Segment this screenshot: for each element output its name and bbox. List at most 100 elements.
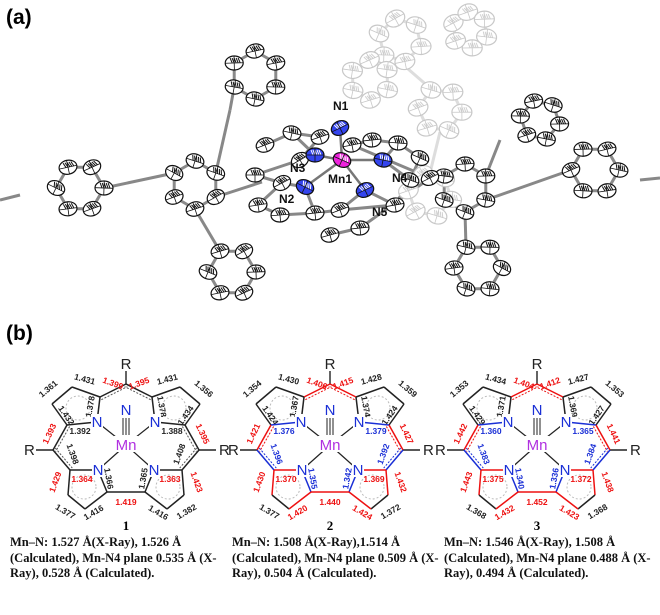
- hatch: [441, 193, 443, 200]
- hatch: [388, 15, 394, 20]
- bond-length-label: 1.430: [277, 372, 300, 387]
- hatch: [205, 265, 207, 272]
- thermal-ellipsoid: [266, 79, 286, 95]
- thermal-ellipsoid: [206, 188, 225, 206]
- principal-axis: [385, 81, 390, 98]
- principal-axis: [411, 204, 420, 219]
- thermal-ellipsoid: [245, 91, 265, 107]
- compound-number-1: 1: [122, 518, 130, 533]
- principal-axis: [617, 163, 621, 177]
- principal-axis: [605, 183, 609, 198]
- hatch: [229, 57, 233, 64]
- thermal-ellipsoid: [388, 135, 408, 151]
- bond-length-label: 1.452: [526, 497, 548, 507]
- delocalized-bond: [179, 447, 198, 469]
- atom-bg: [531, 402, 543, 417]
- nitrogen-atom-label: N: [297, 462, 308, 479]
- principal-axis: [350, 138, 354, 152]
- bond-length-label: 1.392: [69, 426, 91, 436]
- ring-bond: [329, 383, 357, 398]
- hatch: [536, 95, 540, 101]
- atom-bg: [148, 462, 160, 477]
- bond-length-label: 1.368: [465, 502, 489, 520]
- hatch: [482, 194, 485, 200]
- principal-axis: [420, 38, 422, 55]
- delocalized-bond: [592, 426, 608, 452]
- thermal-ellipsoid: [362, 132, 382, 148]
- caption-compound-3: Mn–N: 1.546 Å(X-Ray), 1.508 Å (Calculate…: [444, 535, 651, 580]
- thermal-ellipsoid: [58, 159, 78, 175]
- hatch: [62, 204, 67, 210]
- hatch: [177, 169, 179, 175]
- hatch: [601, 144, 606, 150]
- hatch: [550, 134, 553, 141]
- hatch: [214, 247, 219, 253]
- hatch: [373, 134, 377, 140]
- principal-axis: [253, 92, 257, 106]
- hatch: [607, 185, 612, 191]
- hatch: [467, 42, 471, 49]
- ring-bond: [303, 383, 331, 398]
- atom-bg: [324, 402, 336, 417]
- thermal-ellipsoid: [234, 243, 254, 260]
- ring-bond: [125, 383, 153, 398]
- hatch: [395, 11, 401, 17]
- hatch: [428, 83, 430, 90]
- hatch: [395, 199, 400, 205]
- hatch: [578, 185, 582, 191]
- principal-axis: [396, 135, 400, 151]
- hatch: [258, 199, 263, 205]
- thermal-ellipsoid: [320, 227, 340, 243]
- thermal-ellipsoid: [355, 182, 375, 198]
- hatch: [621, 165, 624, 171]
- thermal-ellipsoid: [330, 119, 350, 137]
- delocalized-bond: [512, 386, 539, 401]
- hatch: [584, 143, 588, 150]
- hatch: [211, 268, 213, 274]
- hatch: [469, 5, 474, 11]
- principal-axis: [232, 80, 236, 94]
- hatch: [334, 206, 339, 212]
- caption-compound-2: Mn–N: 1.508 Å(X-Ray),1.514 Å (Calculated…: [232, 535, 439, 580]
- hatch: [366, 183, 371, 188]
- hatch: [256, 169, 260, 176]
- hatch: [534, 95, 538, 101]
- principal-axis: [370, 132, 374, 148]
- nitrogen-atom-label: N: [503, 414, 514, 431]
- principal-axis: [88, 160, 96, 174]
- hatch: [316, 207, 320, 213]
- thermal-ellipsoid: [405, 16, 427, 34]
- aromatic-ring-circle: [572, 395, 598, 421]
- bond: [103, 171, 175, 190]
- principal-axis: [66, 201, 70, 216]
- ring-bond: [355, 386, 385, 398]
- hatch: [454, 262, 459, 268]
- ring-bond: [275, 386, 305, 398]
- aromatic-ring-circle: [65, 395, 91, 421]
- ring-bond: [151, 386, 181, 398]
- principal-axis: [445, 122, 453, 138]
- principal-axis: [407, 173, 413, 187]
- hatch: [199, 157, 202, 163]
- nitrogen-atom-label: N: [296, 414, 307, 431]
- principal-axis: [463, 240, 469, 255]
- principal-axis: [375, 25, 383, 42]
- bond-length-label: 1.441: [605, 422, 623, 446]
- hatch: [251, 93, 254, 99]
- ring-bond: [383, 386, 405, 405]
- hatch: [216, 190, 222, 195]
- bond-length-label: 1.431: [156, 371, 179, 386]
- r-group-label: R: [325, 356, 336, 373]
- principal-axis: [213, 166, 219, 180]
- bond-length-label: 1.372: [570, 474, 592, 484]
- bond: [193, 208, 222, 252]
- ring-bond: [99, 383, 127, 398]
- delocalized-bond: [55, 426, 71, 452]
- hatch: [356, 65, 359, 72]
- hatch: [354, 139, 359, 145]
- hatch: [462, 241, 465, 247]
- hatch: [492, 283, 495, 290]
- hatch: [245, 286, 250, 291]
- hatch: [489, 170, 493, 177]
